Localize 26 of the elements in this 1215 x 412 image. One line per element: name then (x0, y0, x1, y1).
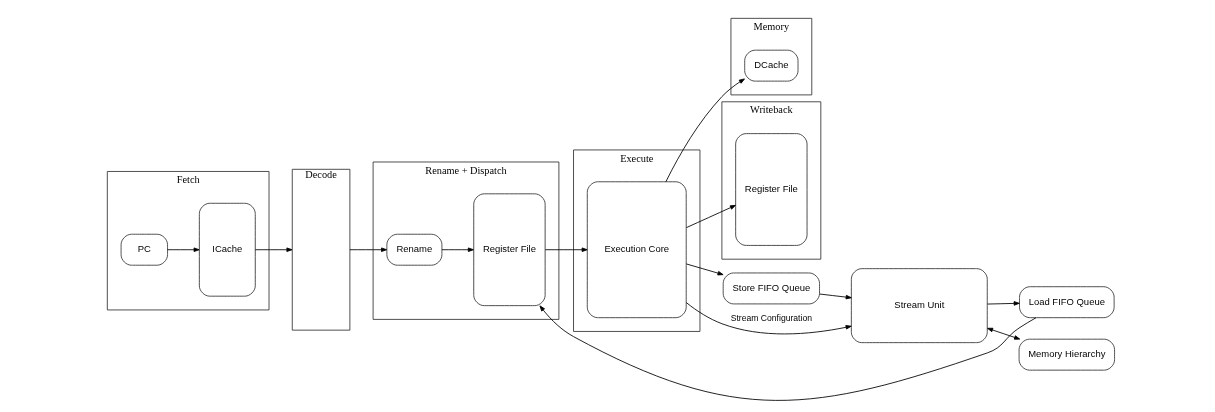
arrow (987, 327, 1021, 340)
node-box: ICache (198, 202, 256, 297)
node-box: PC (120, 233, 168, 266)
arrow (685, 204, 736, 229)
edge-label: Stream Configuration (730, 313, 812, 324)
arrow (539, 305, 1037, 401)
node-box: Decode (291, 168, 351, 331)
arrow (665, 78, 745, 183)
node-box: Register File (473, 193, 546, 307)
arrow (167, 247, 200, 252)
node-box: Execution Core (586, 181, 687, 319)
arrow (685, 263, 724, 276)
node-box: Store FIFO Queue (722, 272, 820, 305)
arrow (987, 301, 1020, 306)
arrow (441, 247, 474, 252)
node-box: Memory Hierarchy (1018, 338, 1115, 371)
arrow (819, 293, 852, 300)
arrow (544, 247, 588, 252)
node-box: Stream Unit (850, 268, 988, 344)
arrow (254, 247, 293, 252)
node-box: Register File (735, 133, 808, 246)
node-box: Load FIFO Queue (1019, 286, 1115, 319)
node-box: Rename (386, 233, 443, 266)
arrow (685, 302, 852, 335)
arrow (349, 247, 388, 252)
node-box: DCache (744, 49, 799, 82)
